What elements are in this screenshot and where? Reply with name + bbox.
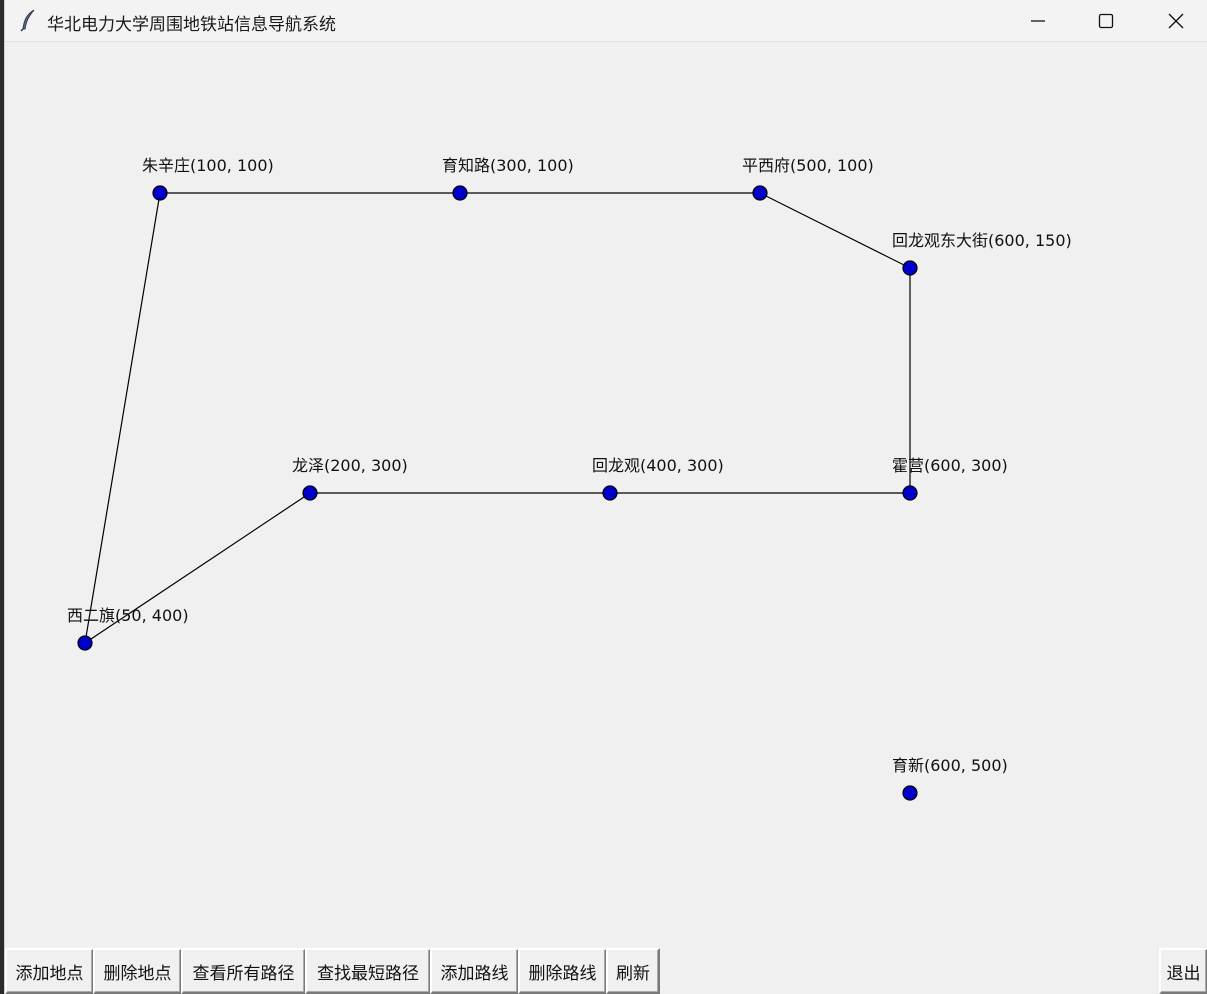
station-node-pingxifu[interactable] <box>752 185 768 201</box>
station-label-yuzhilu: 育知路(300, 100) <box>442 156 574 175</box>
station-node-zhuxinzhuang[interactable] <box>152 185 168 201</box>
add-place-button[interactable]: 添加地点 <box>5 948 94 994</box>
refresh-button[interactable]: 刷新 <box>606 948 660 994</box>
station-graph <box>77 185 918 801</box>
close-button[interactable] <box>1141 0 1207 42</box>
station-label-huilongguandongdajie: 回龙观东大街(600, 150) <box>892 231 1072 250</box>
station-node-longze[interactable] <box>302 485 318 501</box>
view-all-paths-button[interactable]: 查看所有路径 <box>181 948 306 994</box>
map-canvas[interactable]: 朱辛庄(100, 100) 育知路(300, 100) 平西府(500, 100) 回… <box>5 43 1207 943</box>
station-label-huilongguan: 回龙观(400, 300) <box>592 456 724 475</box>
route-line-xierqi-zhuxinzhuang <box>84 192 161 644</box>
delete-place-button[interactable]: 删除地点 <box>93 948 182 994</box>
toolbar: 添加地点 删除地点 查看所有路径 查找最短路径 添加路线 删除路线 刷新 退出 <box>5 948 1207 994</box>
route-line-pingxifu-huilongguandongdajie <box>759 192 911 269</box>
title-bar[interactable]: 华北电力大学周围地铁站信息导航系统 <box>5 0 1207 42</box>
station-label-pingxifu: 平西府(500, 100) <box>742 156 874 175</box>
station-node-yuxin[interactable] <box>902 785 918 801</box>
maximize-icon <box>1098 13 1114 29</box>
station-node-huilongguan[interactable] <box>602 485 618 501</box>
station-node-huilongguandongdajie[interactable] <box>902 260 918 276</box>
maximize-button[interactable] <box>1071 0 1141 42</box>
station-node-huoying[interactable] <box>902 485 918 501</box>
delete-route-button[interactable]: 删除路线 <box>518 948 607 994</box>
station-node-yuzhilu[interactable] <box>452 185 468 201</box>
close-icon <box>1168 13 1184 29</box>
exit-button[interactable]: 退出 <box>1159 948 1207 994</box>
station-label-yuxin: 育新(600, 500) <box>892 756 1008 775</box>
station-label-xierqi: 西二旗(50, 400) <box>67 606 189 625</box>
station-node-xierqi[interactable] <box>77 635 93 651</box>
add-route-button[interactable]: 添加路线 <box>430 948 519 994</box>
app-window: 华北电力大学周围地铁站信息导航系统 朱辛庄(100, 100) 育知路(300, … <box>4 0 1207 994</box>
minimize-icon <box>1030 13 1046 29</box>
route-line-longze-xierqi <box>84 492 311 644</box>
station-label-huoying: 霍营(600, 300) <box>892 456 1008 475</box>
minimize-button[interactable] <box>1003 0 1073 42</box>
station-label-longze: 龙泽(200, 300) <box>292 456 408 475</box>
station-label-zhuxinzhuang: 朱辛庄(100, 100) <box>142 156 274 175</box>
window-title: 华北电力大学周围地铁站信息导航系统 <box>47 15 336 35</box>
find-shortest-path-button[interactable]: 查找最短路径 <box>305 948 431 994</box>
feather-icon <box>19 8 39 32</box>
